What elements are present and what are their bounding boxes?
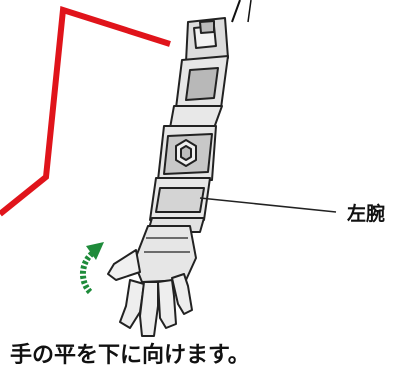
hand xyxy=(107,225,197,337)
pointer-line-2 xyxy=(247,0,252,23)
upper-arm xyxy=(169,17,229,129)
part-leader-line xyxy=(199,197,337,213)
pointer-line xyxy=(231,0,241,23)
rotate-arrow-icon xyxy=(80,242,104,295)
elbow-joint xyxy=(157,125,217,181)
instruction-caption: 手の平を下に向けます。 xyxy=(10,343,250,368)
guide-line xyxy=(0,6,171,217)
forearm xyxy=(147,177,211,233)
part-label: 左腕 xyxy=(347,203,386,225)
